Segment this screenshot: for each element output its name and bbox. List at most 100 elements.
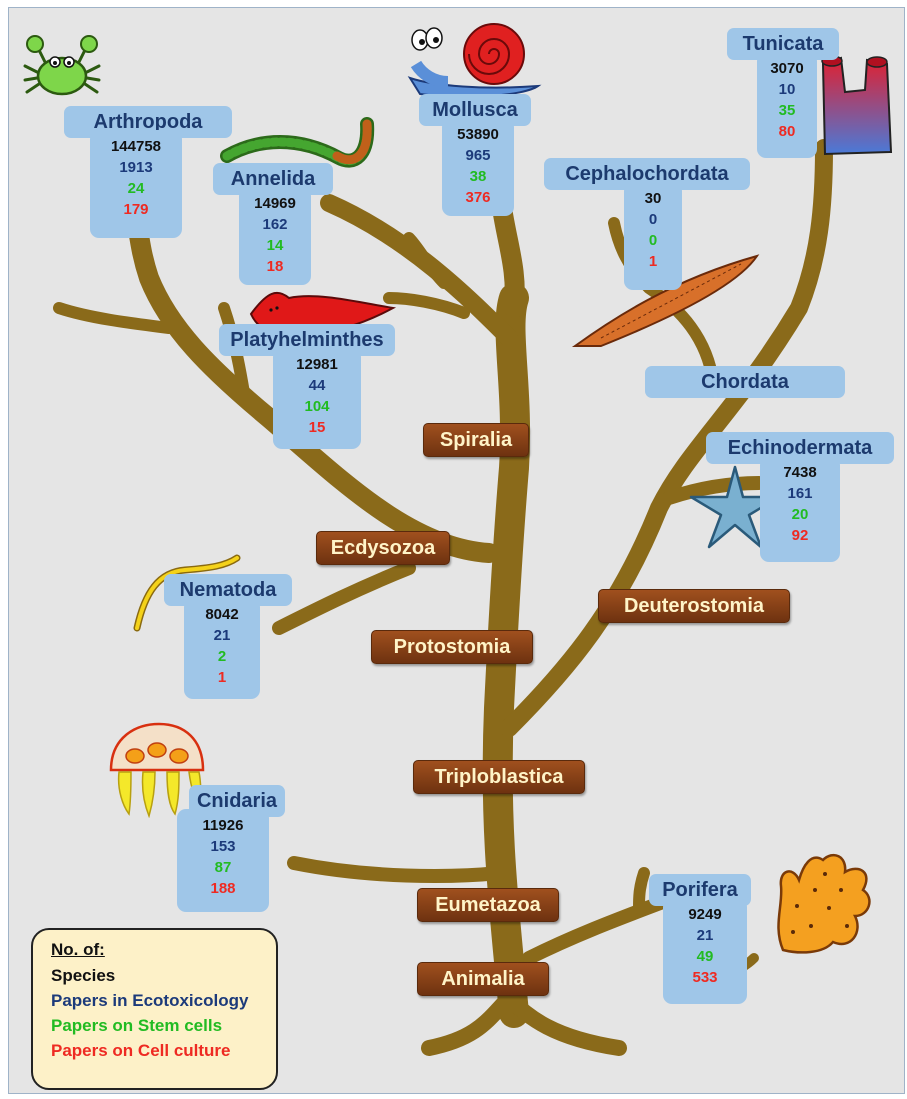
cephalo-branch — [608, 217, 720, 394]
legend-ecotox: Papers in Ecotoxicology — [51, 991, 249, 1010]
species-count: 11926 — [202, 817, 244, 834]
legend-stem: Papers on Stem cells — [51, 1016, 223, 1035]
clade-triploblastica: Triploblastica — [413, 760, 585, 794]
legend-culture: Papers on Cell culture — [51, 1041, 231, 1060]
stem-count: 24 — [127, 180, 145, 197]
lancelet-icon — [571, 254, 760, 347]
taxon-name: Annelida — [213, 163, 333, 195]
ecotox-count: 0 — [648, 211, 658, 228]
clade-protostomia: Protostomia — [371, 630, 533, 664]
ecotox-count: 162 — [262, 216, 288, 233]
culture-count: 376 — [465, 189, 491, 206]
clade-ecdysozoa: Ecdysozoa — [316, 531, 450, 565]
nematode-icon — [133, 554, 241, 632]
snail-icon — [407, 23, 542, 98]
clade-spiralia: Spiralia — [423, 423, 529, 457]
crab-icon — [23, 35, 101, 96]
taxon-counts: 9249 21 49 533 — [663, 898, 747, 1004]
sponge-icon — [777, 853, 871, 954]
taxon-mollusca: Mollusca 53890 965 38 376 — [419, 94, 539, 216]
taxon-name: Chordata — [645, 366, 845, 398]
stem-count: 49 — [696, 948, 714, 965]
stem-count: 38 — [469, 168, 487, 185]
species-count: 144758 — [110, 138, 162, 155]
taxon-platyhelminthes: Platyhelminthes 12981 44 104 15 — [219, 324, 399, 449]
culture-count: 179 — [123, 201, 149, 218]
taxon-cephalochordata: Cephalochordata 30 0 0 1 — [544, 158, 754, 290]
legend: No. of: Species Papers in Ecotoxicology … — [31, 928, 278, 1090]
taxon-counts: 3070 10 35 80 — [757, 52, 817, 158]
arthropoda-side2 — [53, 302, 175, 334]
ecotox-count: 153 — [210, 838, 236, 855]
taxon-counts: 7438 161 20 92 — [760, 456, 840, 562]
species-count: 8042 — [205, 606, 239, 623]
stem-count: 104 — [304, 398, 330, 415]
clade-animalia: Animalia — [417, 962, 549, 996]
taxon-counts: 30 0 0 1 — [624, 182, 682, 290]
culture-count: 1 — [217, 669, 227, 686]
taxon-name: Cnidaria — [189, 785, 285, 817]
species-count: 3070 — [770, 60, 804, 77]
taxon-cnidaria: Cnidaria 11926 153 87 188 — [177, 785, 307, 912]
taxon-arthropoda: Arthropoda 144758 1913 24 179 — [64, 106, 244, 238]
stem-count: 2 — [217, 648, 227, 665]
arthropoda-branch — [124, 198, 499, 563]
taxon-nematoda: Nematoda 8042 21 2 1 — [164, 574, 294, 699]
species-count: 9249 — [688, 906, 722, 923]
ecotox-count: 10 — [778, 81, 796, 98]
taxon-counts: 144758 1913 24 179 — [90, 130, 182, 238]
culture-count: 18 — [266, 258, 284, 275]
worm-icon — [220, 117, 375, 168]
taxon-tunicata: Tunicata 3070 10 35 80 — [727, 28, 843, 158]
clade-deuterostomia: Deuterostomia — [598, 589, 790, 623]
taxon-counts: 8042 21 2 1 — [184, 598, 260, 699]
deuterostomia-branch — [500, 139, 833, 737]
legend-title: No. of: — [51, 940, 105, 959]
culture-count: 15 — [308, 419, 326, 436]
taxon-chordata: Chordata — [645, 366, 855, 400]
taxon-annelida: Annelida 14969 162 14 18 — [213, 163, 343, 285]
culture-count: 92 — [791, 527, 809, 544]
taxon-name: Cephalochordata — [544, 158, 750, 190]
clade-eumetazoa: Eumetazoa — [417, 888, 559, 922]
species-count: 7438 — [783, 464, 817, 481]
culture-count: 1 — [648, 253, 658, 270]
platy-branch — [383, 292, 470, 319]
ecotox-count: 44 — [308, 377, 326, 394]
species-count: 14969 — [254, 195, 296, 212]
sea-squirt-icon — [821, 55, 893, 156]
ecotox-count: 21 — [213, 627, 231, 644]
diagram-canvas: Arthropoda 144758 1913 24 179 Annelida 1… — [8, 7, 905, 1094]
jellyfish-icon — [109, 722, 205, 818]
taxon-echinodermata: Echinodermata 7438 161 20 92 — [706, 432, 896, 562]
stem-count: 35 — [778, 102, 796, 119]
legend-species: Species — [51, 966, 116, 985]
ecotox-count: 965 — [465, 147, 491, 164]
culture-count: 188 — [210, 880, 236, 897]
taxon-porifera: Porifera 9249 21 49 533 — [649, 874, 759, 1004]
stem-count: 20 — [791, 506, 809, 523]
taxon-counts: 53890 965 38 376 — [442, 118, 514, 216]
taxon-counts: 12981 44 104 15 — [273, 348, 361, 449]
nematoda-branch — [272, 561, 416, 635]
ecotox-count: 161 — [787, 485, 813, 502]
annelida-subbranch — [403, 232, 450, 289]
stem-count: 14 — [266, 237, 284, 254]
ecotox-count: 21 — [696, 927, 714, 944]
taxon-counts: 11926 153 87 188 — [177, 809, 269, 912]
taxon-counts: 14969 162 14 18 — [239, 187, 311, 285]
root-base — [421, 990, 627, 1056]
culture-count: 533 — [692, 969, 718, 986]
stem-count: 0 — [648, 232, 658, 249]
phylogenetic-tree — [53, 139, 833, 1056]
trunk — [482, 283, 531, 1028]
species-count: 30 — [644, 190, 662, 207]
species-count: 53890 — [457, 126, 499, 143]
ecotox-count: 1913 — [119, 159, 153, 176]
porifera-side — [633, 867, 650, 914]
cnidaria-branch — [287, 856, 506, 883]
stem-count: 87 — [214, 859, 232, 876]
culture-count: 80 — [778, 123, 796, 140]
species-count: 12981 — [296, 356, 338, 373]
echino-branch — [662, 476, 766, 505]
